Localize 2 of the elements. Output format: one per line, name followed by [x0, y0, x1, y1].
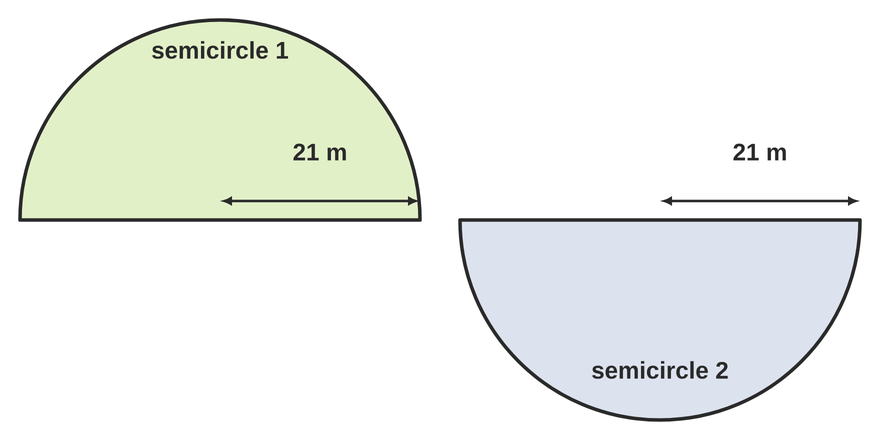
dimension-label: 21 m [734, 144, 786, 160]
dimension-label: 21 m [293, 144, 346, 160]
